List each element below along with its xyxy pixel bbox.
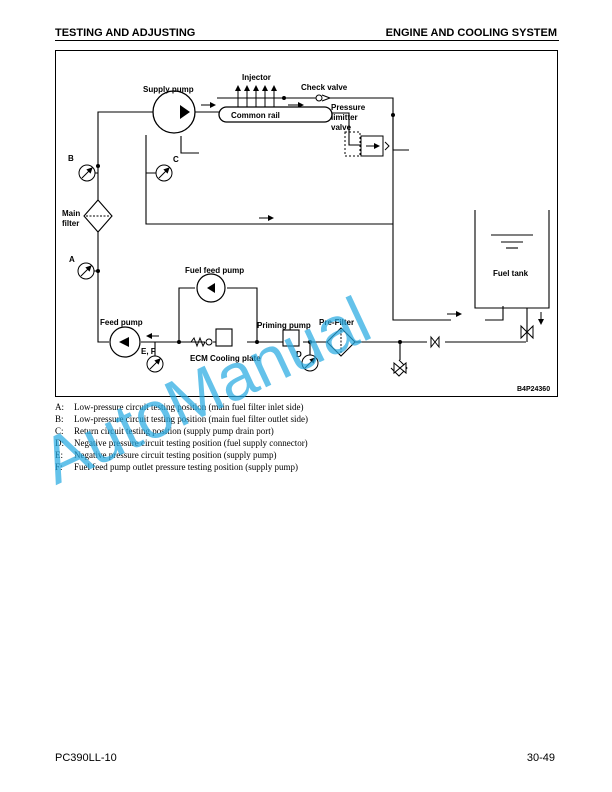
label-fuel-tank: Fuel tank [493,269,529,278]
supply-pump-symbol [152,90,196,134]
flow-arrows [146,102,544,339]
legend-key: B: [55,414,64,425]
figure-frame [55,50,558,397]
header-rule [55,40,559,41]
legend-list: A: Low-pressure circuit testing position… [55,401,555,474]
legend-text: Negative pressure circuit testing positi… [74,450,277,461]
legend-key: D: [55,438,64,449]
legend-item: F: Fuel feed pump outlet pressure testin… [55,461,555,473]
header-chapter-title: ENGINE AND COOLING SYSTEM [385,27,557,39]
main-filter-symbol [83,199,113,233]
legend-item: D: Negative pressure circuit testing pos… [55,437,555,449]
legend-key: E: [55,450,63,461]
label-figure-code: B4P24360 [517,386,550,393]
header-section-title: TESTING AND ADJUSTING [55,27,196,39]
label-common-rail: Common rail [231,111,280,120]
pre-filter-symbol [326,327,356,357]
tank-valves [390,324,534,377]
label-pressure-limiter-3: valve [331,123,352,132]
label-main-filter-2: filter [62,219,79,228]
legend-text: Fuel feed pump outlet pressure testing p… [74,462,298,473]
label-fuel-feed-pump: Fuel feed pump [185,266,244,275]
legend-text: Negative pressure circuit testing positi… [74,438,308,449]
gauge-d-symbol [301,354,319,372]
fuel-feed-pump-symbol [196,273,226,303]
legend-item: A: Low-pressure circuit testing position… [55,401,555,413]
spring-check-ball [205,338,213,346]
junction-dots [96,96,402,344]
gauge-a-symbol [77,262,98,280]
legend-item: B: Low-pressure circuit testing position… [55,413,555,425]
legend-text: Low-pressure circuit testing position (m… [74,414,308,425]
label-supply-pump: Supply pump [143,85,194,94]
legend-item: E: Negative pressure circuit testing pos… [55,449,555,461]
legend-item: C: Return circuit testing position (supp… [55,425,555,437]
common-rail [218,106,333,123]
label-gauge-ef: E, F [141,347,156,356]
label-pre-filter: Pre-Filter [319,318,354,327]
footer-model: PC390LL-10 [55,752,117,764]
label-gauge-a: A [69,255,75,264]
legend-text: Return circuit testing position (supply … [74,426,274,437]
label-check-valve: Check valve [301,83,348,92]
feed-pump-symbol [109,326,141,358]
label-feed-pump: Feed pump [100,318,143,327]
injector-arrows [235,85,277,109]
label-pressure-limiter-2: limitter [331,113,358,122]
legend-key: F: [55,462,63,473]
legend-key: A: [55,402,64,412]
label-gauge-b: B [68,154,74,163]
label-gauge-d: D [296,350,302,359]
legend-key: C: [55,426,64,437]
label-ecm-cooling-plate: ECM Cooling plate [190,354,261,363]
label-injector: Injector [242,73,271,82]
gauge-c-symbol [146,164,173,182]
footer-page-number: 30-49 [526,752,555,764]
label-priming-pump: Priming pump [257,321,311,330]
pressure-limiter-symbol [344,131,390,157]
fuel-circuit-diagram: Injector Check valve Supply pump Common … [55,50,558,397]
check-valve-symbol [315,94,332,102]
spring-check-valve-symbol [190,336,206,348]
gauge-ef-symbol [146,355,164,373]
fuel-lines [97,97,550,360]
label-pressure-limiter-1: Pressure [331,103,366,112]
legend-text: Low-pressure circuit testing position (m… [74,402,304,412]
label-gauge-c: C [173,155,179,164]
label-main-filter-1: Main [62,209,80,218]
gauge-b-symbol [78,164,98,182]
